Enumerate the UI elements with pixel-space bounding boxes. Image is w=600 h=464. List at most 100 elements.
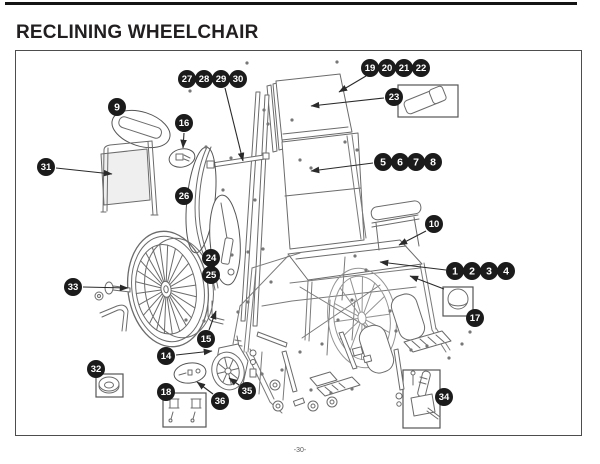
footplate-lower [316, 376, 361, 397]
callout-32: 32 [87, 360, 105, 378]
callout-number: 24 [206, 253, 217, 264]
leader-arrow [310, 97, 385, 109]
leader-arrow [180, 132, 187, 149]
callout-number: 6 [397, 157, 403, 169]
callout-4: 4 [497, 262, 515, 280]
callout-16: 16 [175, 114, 193, 132]
leader-arrow [82, 284, 129, 292]
caster-spokes [216, 356, 240, 386]
rear-wheel-left [126, 230, 210, 348]
armrest-pad-detail [403, 85, 447, 115]
callout-number: 18 [161, 387, 172, 398]
callout-number: 1 [452, 266, 458, 278]
footrest-hanger-tubes [256, 331, 405, 393]
callout-19: 19 [361, 59, 379, 77]
caster-barrel-details [168, 398, 202, 423]
callout-9: 9 [108, 98, 126, 116]
page-title: RECLINING WHEELCHAIR [16, 22, 259, 43]
leader-arrow [196, 381, 214, 395]
leader-arrow [338, 75, 367, 93]
leader-arrow [208, 310, 217, 331]
callout-number: 29 [216, 74, 227, 85]
callout-number: 3 [486, 266, 492, 278]
seat-panel [287, 239, 423, 281]
callout-29: 29 [212, 70, 230, 88]
callout-number: 19 [365, 63, 376, 74]
callout-3: 3 [480, 262, 498, 280]
leader-arrow [409, 275, 445, 290]
callout-30: 30 [229, 70, 247, 88]
leader-arrow [398, 230, 427, 246]
callout-28: 28 [195, 70, 213, 88]
callout-number: 7 [413, 157, 419, 169]
callout-1: 1 [446, 262, 464, 280]
callout-number: 25 [206, 270, 217, 281]
callout-23: 23 [385, 88, 403, 106]
caster-hardware-detail [173, 362, 207, 384]
callout-number: 5 [380, 157, 386, 169]
page-number: -30- [293, 447, 307, 454]
callout-10: 10 [425, 215, 443, 233]
callout-number: 22 [416, 63, 427, 74]
axle-parts [94, 281, 131, 301]
callout-number: 2 [469, 266, 475, 278]
callout-number: 36 [215, 396, 226, 407]
callout-number: 9 [114, 102, 120, 114]
callout-2: 2 [463, 262, 481, 280]
callout-number: 21 [399, 63, 410, 74]
caster-wheel [211, 351, 245, 391]
callout-27: 27 [178, 70, 196, 88]
callout-5: 5 [374, 153, 392, 171]
callout-24: 24 [202, 249, 220, 267]
callout-number: 4 [503, 266, 509, 278]
callout-18: 18 [157, 383, 175, 401]
callout-6: 6 [391, 153, 409, 171]
anti-tip-tube [99, 304, 129, 332]
callout-35: 35 [238, 382, 256, 400]
leader-arrow [310, 162, 374, 174]
callout-number: 23 [389, 92, 400, 103]
fastener-dots [184, 60, 472, 395]
callout-25: 25 [202, 266, 220, 284]
callout-number: 20 [382, 63, 393, 74]
callout-number: 14 [161, 351, 172, 362]
callout-number: 10 [429, 219, 440, 230]
leader-arrows-layer [55, 75, 447, 395]
backrest-canvas-panel [281, 132, 365, 250]
armrest-right [370, 200, 422, 251]
callout-number: 27 [182, 74, 193, 85]
callout-number: 33 [68, 282, 79, 293]
callout-31: 31 [37, 158, 55, 176]
callout-number: 32 [91, 364, 102, 375]
callout-36: 36 [211, 392, 229, 410]
callout-number: 8 [430, 157, 436, 169]
callout-21: 21 [395, 59, 413, 77]
armrest-left-assembly [100, 109, 171, 216]
footrest-pivot-parts [309, 346, 373, 387]
callout-26: 26 [175, 187, 193, 205]
callout-22: 22 [412, 59, 430, 77]
footplate-right [403, 330, 452, 353]
callout-number: 26 [179, 191, 190, 202]
cam-detail [447, 288, 469, 310]
callout-34: 34 [435, 388, 453, 406]
callout-number: 34 [439, 392, 450, 403]
leader-arrow [379, 259, 447, 271]
callout-number: 17 [470, 313, 481, 324]
callout-number: 31 [41, 162, 52, 173]
back-cane-clamp-detail [168, 148, 196, 168]
callout-20: 20 [378, 59, 396, 77]
leader-arrow [175, 348, 213, 356]
callout-number: 30 [233, 74, 244, 85]
recline-rods [206, 91, 270, 327]
callout-number: 28 [199, 74, 210, 85]
top-rule [5, 2, 577, 5]
callout-7: 7 [407, 153, 425, 171]
bearing-detail [98, 376, 120, 394]
hardware-washers [269, 379, 403, 412]
callout-number: 15 [201, 334, 212, 345]
callout-number: 16 [179, 118, 190, 129]
callout-8: 8 [424, 153, 442, 171]
